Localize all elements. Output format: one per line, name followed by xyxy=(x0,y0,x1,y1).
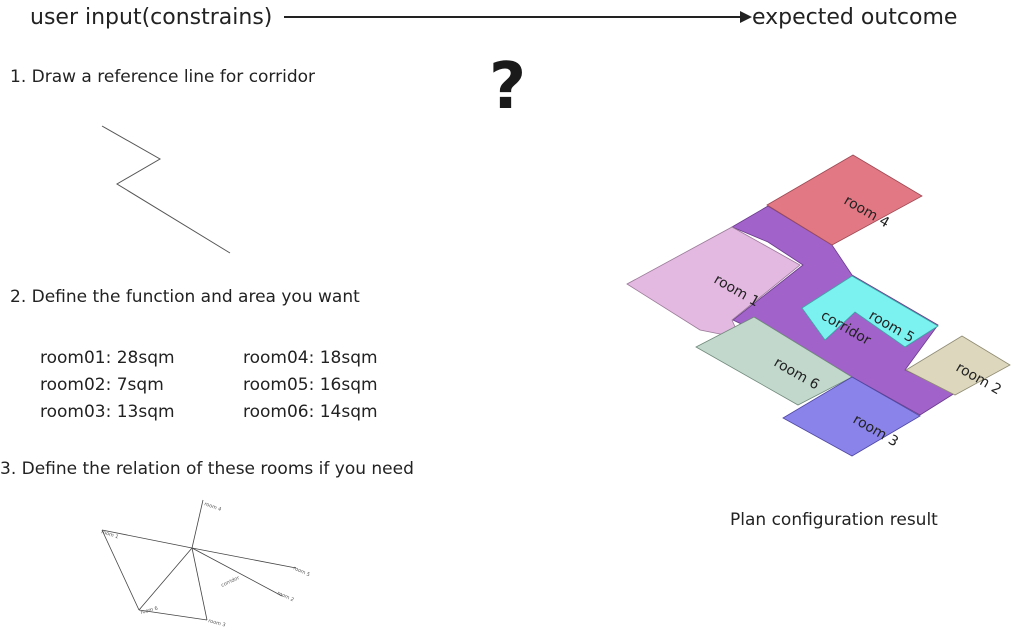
plan-room-1 xyxy=(626,226,801,339)
graph-node-label: room 4 xyxy=(203,501,222,513)
rooms-list-col1: room01: 28sqm room02: 7sqm room03: 13sqm xyxy=(40,345,175,426)
room-area-item: room02: 7sqm xyxy=(40,375,164,395)
room-area-item: room01: 28sqm xyxy=(40,348,175,368)
input-heading: user input(constrains) xyxy=(30,5,273,30)
graph-node-label: room 6 xyxy=(140,606,159,616)
room-area-item: room03: 13sqm xyxy=(40,402,175,422)
plan-room-3 xyxy=(782,376,921,457)
room-area-item: room04: 18sqm xyxy=(243,348,378,368)
question-mark: ? xyxy=(489,50,527,124)
plan-room-2 xyxy=(905,335,1011,396)
rooms-list-col2: room04: 18sqm room05: 16sqm room06: 14sq… xyxy=(243,345,378,426)
step-1-label: 1. Draw a reference line for corridor xyxy=(10,67,316,87)
outcome-heading: expected outcome xyxy=(752,5,958,30)
graph-node-label: room 1 xyxy=(100,529,119,540)
room-area-item: room05: 16sqm xyxy=(243,375,378,395)
plan-room-5 xyxy=(801,275,939,348)
graph-node-label: room 3 xyxy=(207,618,226,628)
step-2-label: 2. Define the function and area you want xyxy=(10,287,360,307)
step-3-label: 3. Define the relation of these rooms if… xyxy=(0,459,414,479)
plan-room-4 xyxy=(766,154,923,246)
room-area-item: room06: 14sqm xyxy=(243,402,378,422)
plan-caption: Plan configuration result xyxy=(730,510,938,530)
